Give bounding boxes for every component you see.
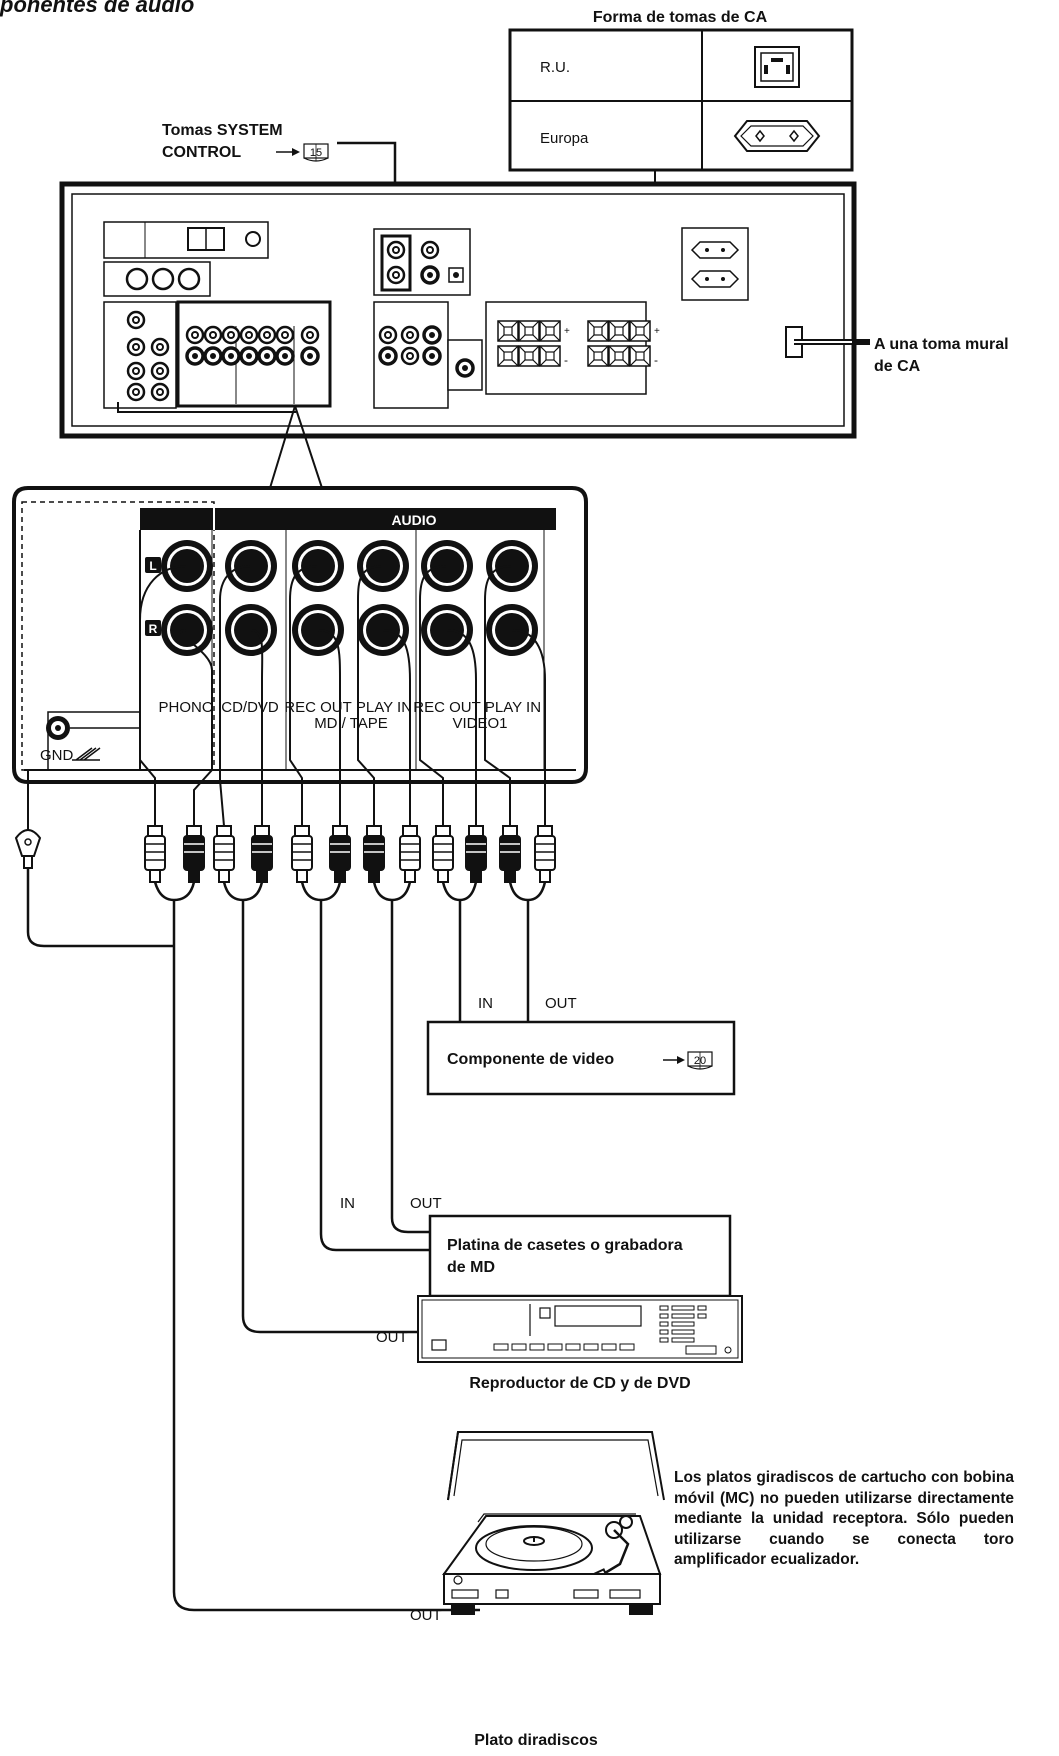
gnd-terminal[interactable] [46,716,140,740]
uk-socket-icon [754,46,800,88]
device-cables [26,868,547,1612]
tape-deck-line2: de MD [447,1259,495,1276]
ac-outlet-title: Forma de tomas de CA [593,9,768,26]
cd-player-icon [417,1295,743,1363]
svg-text:+: + [654,326,660,337]
mc-cartridge-note: Los platos giradiscos de cartucho con bo… [674,1469,1014,1568]
ac-region-uk: R.U. [540,59,570,76]
receiver-rear-panel: + - + - [59,181,857,439]
turntable-caption: Plato diradiscos [474,1732,598,1749]
label-rec-out-1: REC OUT [284,699,352,716]
gnd-label: GND [40,747,74,764]
audio-header: AUDIO [391,512,436,528]
label-play-in-2: PLAY IN [485,699,541,716]
label-phono: PHONO [158,699,213,716]
svg-text:+: + [564,326,570,337]
gnd-lug-icon [14,770,42,869]
ac-outlet-table: Forma de tomas de CA R.U. Europa [508,9,854,172]
cd-player-caption: Reproductor de CD y de DVD [469,1375,690,1392]
turntable-out-label: OUT [410,1607,442,1624]
label-rec-out-2: REC OUT [413,699,481,716]
system-control-page-ref: 15 [310,147,322,159]
tape-in-label: IN [340,1195,355,1212]
turntable-icon [442,1431,665,1615]
audio-jack-panel: AUDIO L R PHO [12,486,588,784]
ac-region-europe: Europa [540,130,589,147]
label-play-in-1: PLAY IN [356,699,412,716]
rca-plugs [144,825,556,883]
cd-out-label: OUT [376,1329,408,1346]
video-component: IN OUT Componente de video 20 [426,995,736,1096]
label-video1: VIDEO1 [452,715,507,732]
wall-outlet-line2: de CA [874,358,921,375]
tape-deck: IN OUT Platina de casetes o grabadora de… [340,1195,732,1298]
tape-out-label: OUT [410,1195,442,1212]
system-control-line2: CONTROL [162,144,241,161]
svg-text:-: - [564,353,568,367]
system-control-line1: Tomas SYSTEM [162,122,283,139]
video-page-ref: 20 [694,1055,706,1067]
svg-text:-: - [654,353,658,367]
euro-socket-icon [733,120,821,152]
panel-cables [139,565,546,827]
left-channel-badge: L [149,559,156,573]
cd-player: OUT [376,1295,743,1392]
video-in-label: IN [478,995,493,1012]
page-title-fragment: ponentes de audio [0,0,195,17]
label-md-tape: MD / TAPE [314,715,388,732]
tape-deck-line1: Platina de casetes o grabadora [447,1237,683,1254]
video-out-label: OUT [545,995,577,1012]
wall-outlet-line1: A una toma mural [874,336,1009,353]
video-component-label: Componente de video [447,1051,614,1068]
label-cd-dvd: CD/DVD [221,699,279,716]
right-channel-badge: R [149,622,158,636]
system-control-label: Tomas SYSTEM CONTROL 15 [162,122,397,235]
turntable: OUT [410,1431,665,1749]
